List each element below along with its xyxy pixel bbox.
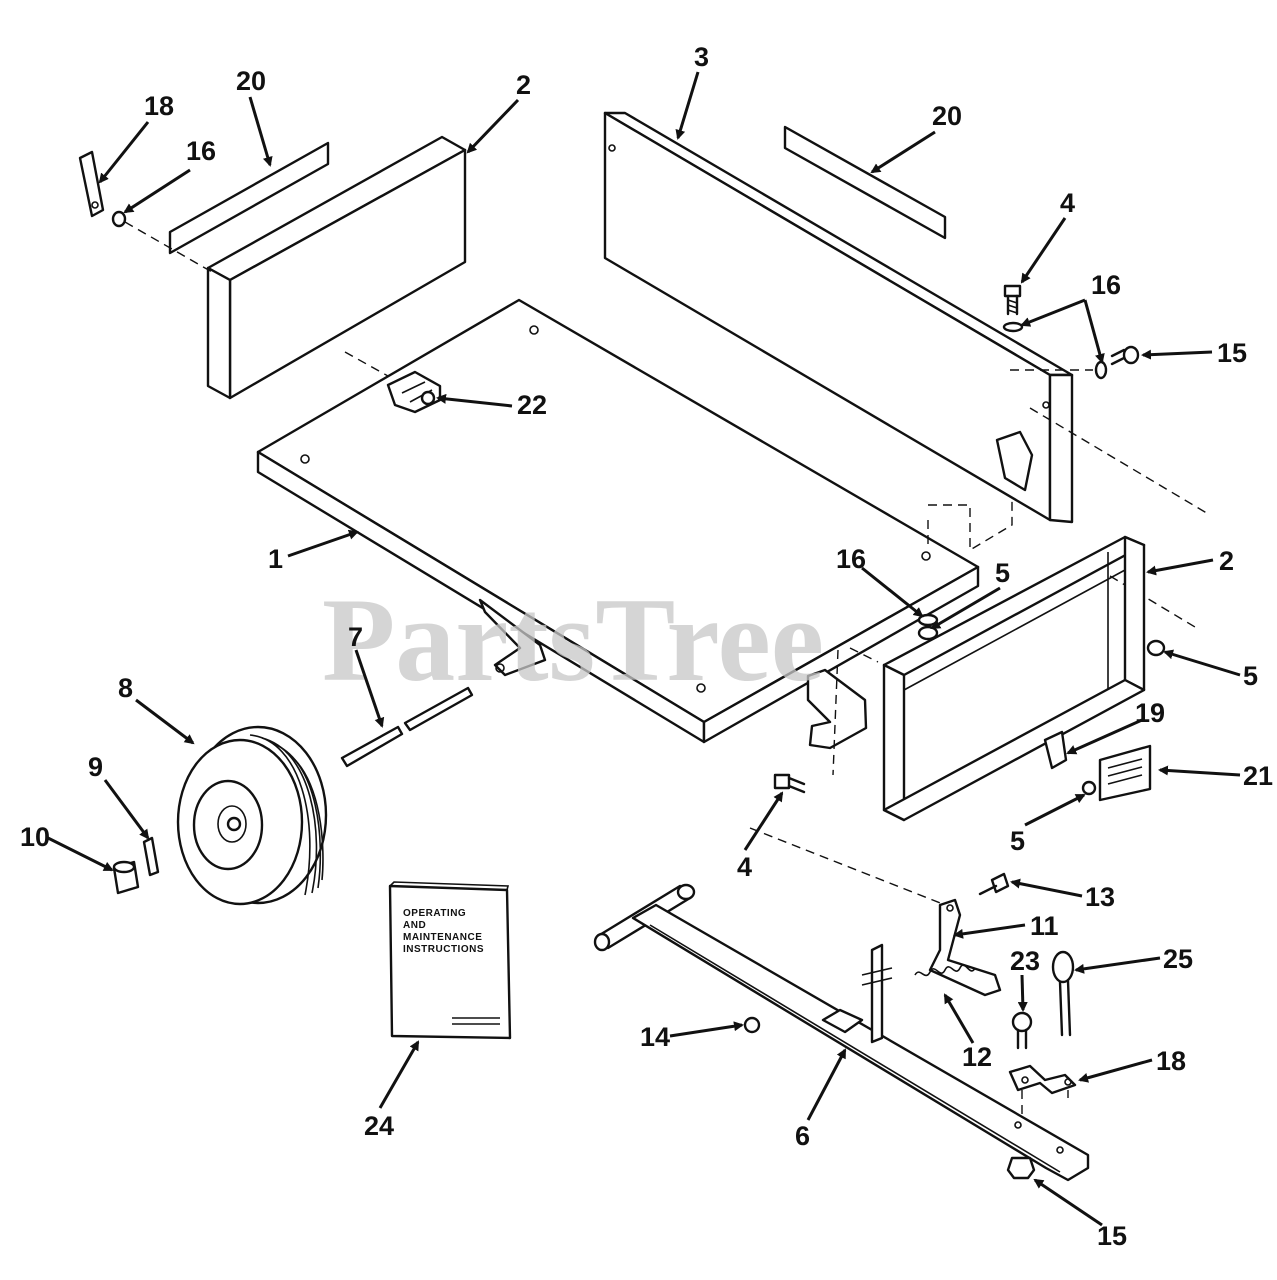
callout-15-top: 15 <box>1217 338 1247 368</box>
decal-strip-right <box>783 125 947 240</box>
bed-leg-right <box>806 668 868 750</box>
cotter-pin <box>142 836 160 877</box>
callout-4-top: 4 <box>1060 188 1075 218</box>
operator-manual: OPERATING AND MAINTENANCE INSTRUCTIONS <box>388 881 512 1040</box>
callout-19: 18 <box>1156 1046 1186 1076</box>
hitch-plate <box>1008 1064 1077 1095</box>
carriage-bolt <box>1110 345 1140 366</box>
callout-6: 6 <box>795 1121 810 1151</box>
callout-2-left: 2 <box>516 70 531 100</box>
callout-20-right: 20 <box>932 101 962 131</box>
hub-cap <box>112 860 140 895</box>
callout-20-left: 20 <box>236 66 266 96</box>
callout-23: 23 <box>1010 946 1040 976</box>
callout-16-top: 16 <box>1091 270 1121 300</box>
callout-25: 25 <box>1163 944 1193 974</box>
manual-line-4: INSTRUCTIONS <box>403 944 484 955</box>
hitch-lever <box>928 898 1002 997</box>
callout-5-right: 5 <box>1243 661 1258 691</box>
tailgate-clip <box>1043 730 1068 770</box>
callout-3: 3 <box>694 42 709 72</box>
hitch-bolt <box>1011 1011 1033 1050</box>
instruction-label <box>1098 744 1152 802</box>
cart-bed <box>256 298 980 744</box>
callout-15-bottom: 15 <box>1097 1221 1127 1251</box>
washer-tailgate <box>917 613 939 627</box>
bottom-nut <box>1006 1156 1036 1180</box>
manual-line-1: OPERATING <box>403 908 466 919</box>
bolt-top <box>1003 284 1022 316</box>
callout-18: 18 <box>144 91 174 121</box>
callout-7: 7 <box>348 622 363 652</box>
tailgate-frame <box>882 535 1146 822</box>
wheel-tire <box>176 725 328 906</box>
manual-line-2: AND <box>403 920 426 931</box>
tension-spring <box>914 964 976 977</box>
decal-strip-left <box>168 141 330 255</box>
axle-pins <box>340 686 474 768</box>
tongue-bracket <box>821 1008 864 1034</box>
callout-9: 9 <box>88 752 103 782</box>
side-clip <box>386 370 442 414</box>
callout-14: 14 <box>640 1022 670 1052</box>
nut-right <box>1146 639 1166 657</box>
pivot-bolt <box>978 872 1010 896</box>
callout-arrows <box>47 71 1241 1227</box>
callout-10: 10 <box>20 822 50 852</box>
right-side-panel <box>603 111 1074 524</box>
washer-side <box>1094 360 1108 380</box>
manual-line-3: MAINTENANCE <box>403 932 482 943</box>
callout-5-bed: 5 <box>995 558 1010 588</box>
hitch-pin <box>1051 950 1075 1037</box>
left-end-panel <box>206 135 467 400</box>
callout-22: 22 <box>517 390 547 420</box>
callout-17: 19 <box>1135 698 1165 728</box>
callout-12: 12 <box>962 1042 992 1072</box>
callout-4-lower: 4 <box>737 852 752 882</box>
callout-24: 24 <box>364 1111 394 1141</box>
callout-labels: 18 16 20 2 3 20 4 16 15 22 1 16 5 2 5 7 … <box>20 42 1273 1251</box>
callout-16-bed: 16 <box>836 544 866 574</box>
callout-2-right: 2 <box>1219 546 1234 576</box>
callout-8: 8 <box>118 673 133 703</box>
bolt-lower <box>773 773 806 794</box>
latch-post <box>861 943 893 1044</box>
nut-tailgate <box>917 625 939 641</box>
nut-lower <box>1081 780 1097 796</box>
callout-1: 1 <box>268 544 283 574</box>
latch-bracket <box>78 150 127 228</box>
callout-21: 21 <box>1243 761 1273 791</box>
callout-5-lower: 5 <box>1010 826 1025 856</box>
callout-11: 11 <box>1030 911 1059 941</box>
bed-leg-left <box>478 598 547 677</box>
washer-top <box>1002 321 1024 333</box>
watermark: PartsTree <box>322 573 824 706</box>
lock-nut <box>743 1016 761 1034</box>
callout-13: 13 <box>1085 882 1115 912</box>
callout-16-left: 16 <box>186 136 216 166</box>
hitch-tongue <box>593 883 1090 1182</box>
